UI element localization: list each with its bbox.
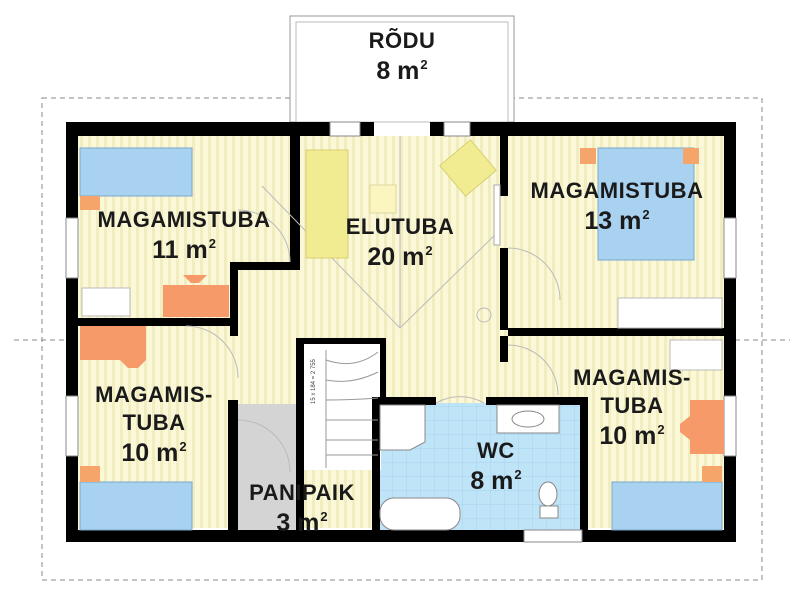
wardrobe-ne: [617, 297, 723, 329]
shower: [379, 404, 426, 451]
room-name: MAGAMISTUBA: [97, 207, 271, 232]
room-area: 11 m: [152, 236, 208, 264]
room-area: 13 m: [584, 207, 642, 235]
desk-se: [680, 400, 724, 454]
room-label-mag-sw: MAGAMIS- TUBA 10 m2: [84, 384, 224, 466]
stair-well: [301, 343, 381, 470]
bed-ne: [580, 147, 699, 261]
bed-nw: [79, 147, 193, 210]
room-area: 8 m: [470, 467, 514, 495]
wardrobe-se: [669, 339, 723, 371]
unit-superscript: 2: [514, 467, 522, 482]
bed-sw: [79, 466, 193, 531]
room-name: PANIPAIK: [249, 480, 355, 505]
desk-nw: [163, 275, 229, 317]
room-label-mag-ne: MAGAMISTUBA 13 m2: [512, 180, 722, 234]
sink: [496, 404, 560, 434]
room-name: RÕDU: [368, 28, 436, 53]
toilet: [538, 481, 559, 519]
unit-superscript: 2: [208, 236, 216, 251]
bathtub: [379, 497, 461, 531]
staircase: [325, 350, 379, 468]
room-label-wc: WC 8 m2: [446, 440, 546, 494]
room-name-line2: TUBA: [122, 410, 186, 435]
room-name-line1: MAGAMIS-: [95, 382, 213, 407]
unit-superscript: 2: [657, 422, 665, 437]
door-swings: [185, 209, 561, 473]
floor-lamp: [476, 307, 492, 323]
unit-superscript: 2: [320, 509, 328, 524]
windows: [65, 121, 737, 543]
room-area: 10 m: [121, 439, 179, 467]
room-name-line1: MAGAMIS-: [573, 365, 691, 390]
interior-walls: [78, 136, 724, 538]
desk-sw: [80, 326, 146, 368]
room-label-mag-nw: MAGAMISTUBA 11 m2: [84, 209, 284, 263]
room-name: MAGAMISTUBA: [530, 178, 704, 203]
bed-se: [611, 466, 723, 531]
room-label-mag-se: MAGAMIS- TUBA 10 m2: [562, 367, 702, 449]
room-area: 3 m: [276, 509, 320, 537]
room-area: 20 m: [367, 243, 425, 271]
room-area: 10 m: [599, 422, 657, 450]
unit-superscript: 2: [642, 207, 650, 222]
coffee-table: [369, 184, 397, 214]
room-name-line2: TUBA: [600, 393, 664, 418]
floor-panipaik: [233, 404, 296, 538]
unit-superscript: 2: [425, 243, 433, 258]
unit-superscript: 2: [179, 439, 187, 454]
balcony: [289, 15, 515, 123]
room-name: WC: [477, 438, 515, 463]
sofa: [305, 149, 349, 259]
wardrobe-nw: [81, 287, 131, 317]
armchair: [439, 139, 497, 197]
room-label-panipaik: PANIPAIK 3 m2: [236, 482, 368, 536]
unit-superscript: 2: [420, 57, 428, 72]
room-area: 8 m: [376, 57, 420, 85]
wall-unit: [493, 184, 501, 246]
room-name: ELUTUBA: [345, 214, 455, 239]
room-label-rodu: RÕDU 8 m2: [340, 30, 464, 84]
room-label-elutuba: ELUTUBA 20 m2: [320, 216, 480, 270]
stair-dimension-note: 15 x 184 = 2 755: [311, 359, 317, 404]
